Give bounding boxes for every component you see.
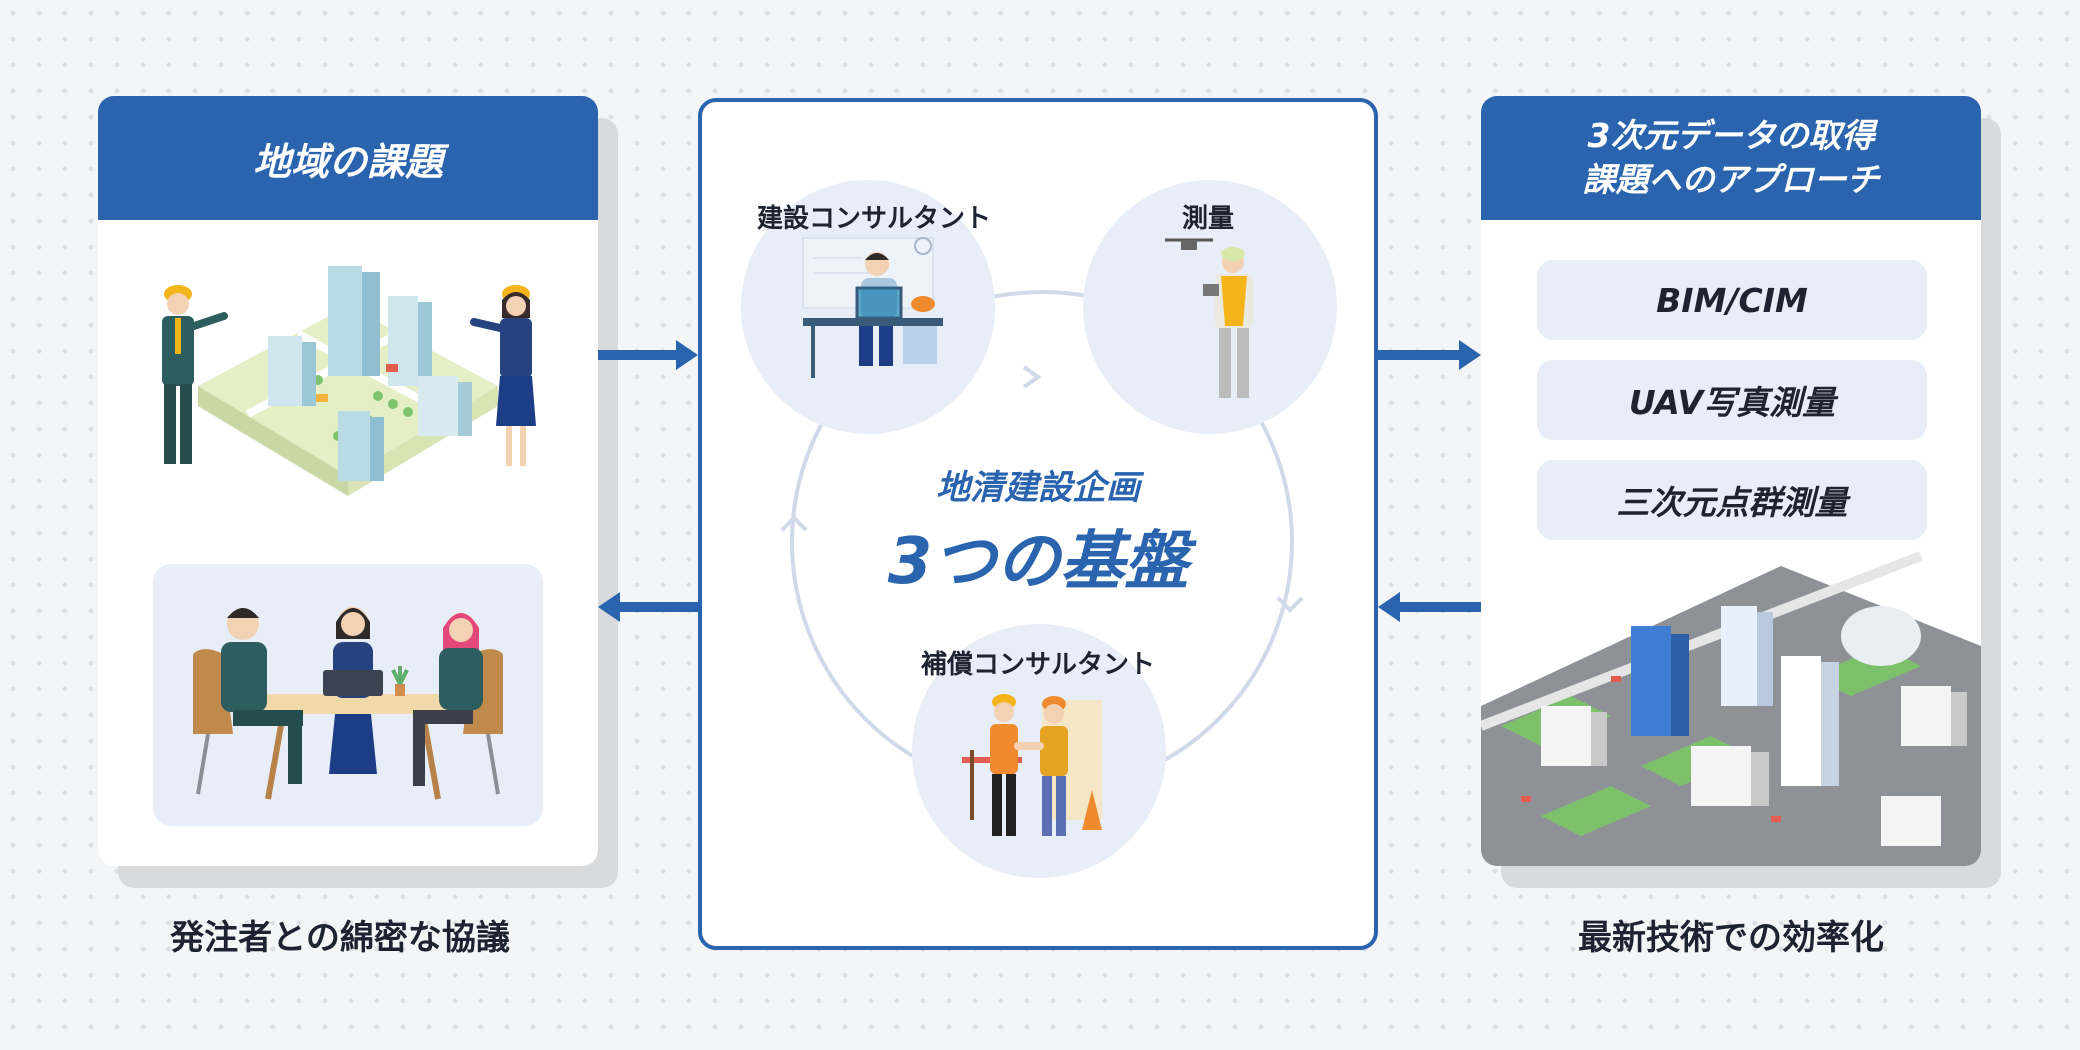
- three-foundations-card: 建設コンサルタント 測量 補償: [698, 98, 1378, 950]
- construction-consultant-node: [741, 180, 995, 434]
- method-bim-cim: BIM/CIM: [1537, 260, 1927, 340]
- three-foundations-title: 3つの基盤: [887, 525, 1189, 599]
- compensation-consultant-label: 補償コンサルタント: [920, 650, 1155, 680]
- arrow-right-to-center: [1378, 592, 1481, 622]
- company-name: 地清建設企画: [936, 468, 1140, 508]
- 3d-data-approach-card: 3次元データの取得 課題へのアプローチ BIM/CIM UAV写真測量 三次元点…: [1481, 96, 1981, 866]
- city-with-engineers-illustration: [162, 266, 536, 496]
- right-caption: 最新技術での効率化: [1578, 918, 1884, 958]
- meeting-table-illustration: [193, 607, 503, 800]
- surveying-label: 測量: [1181, 204, 1234, 234]
- arrow-center-to-left: [598, 592, 698, 622]
- method-3d-point-cloud: 三次元点群測量: [1537, 460, 1927, 540]
- handshake-workers-icon: [962, 694, 1102, 836]
- drone-surveyor-icon: [1165, 238, 1253, 398]
- compensation-consultant-node: [912, 624, 1166, 878]
- 3d-city-illustration: [1481, 551, 1981, 866]
- 3d-data-title-line2: 課題へのアプローチ: [1582, 160, 1880, 199]
- regional-issues-card: 地域の課題: [98, 96, 598, 866]
- arrow-left-to-center: [598, 340, 698, 370]
- surveying-node: [1083, 180, 1337, 434]
- left-caption: 発注者との綿密な協議: [170, 918, 510, 958]
- method-uav-photogrammetry: UAV写真測量: [1537, 360, 1927, 440]
- construction-consultant-label: 建設コンサルタント: [756, 204, 991, 234]
- arrow-center-to-right: [1378, 340, 1481, 370]
- 3d-data-title-line1: 3次元データの取得: [1587, 116, 1875, 155]
- regional-issues-title: 地域の課題: [98, 96, 598, 220]
- 3d-data-approach-title: 3次元データの取得 課題へのアプローチ: [1481, 96, 1981, 220]
- meeting-panel: [153, 564, 543, 826]
- desk-worker-icon: [802, 237, 943, 378]
